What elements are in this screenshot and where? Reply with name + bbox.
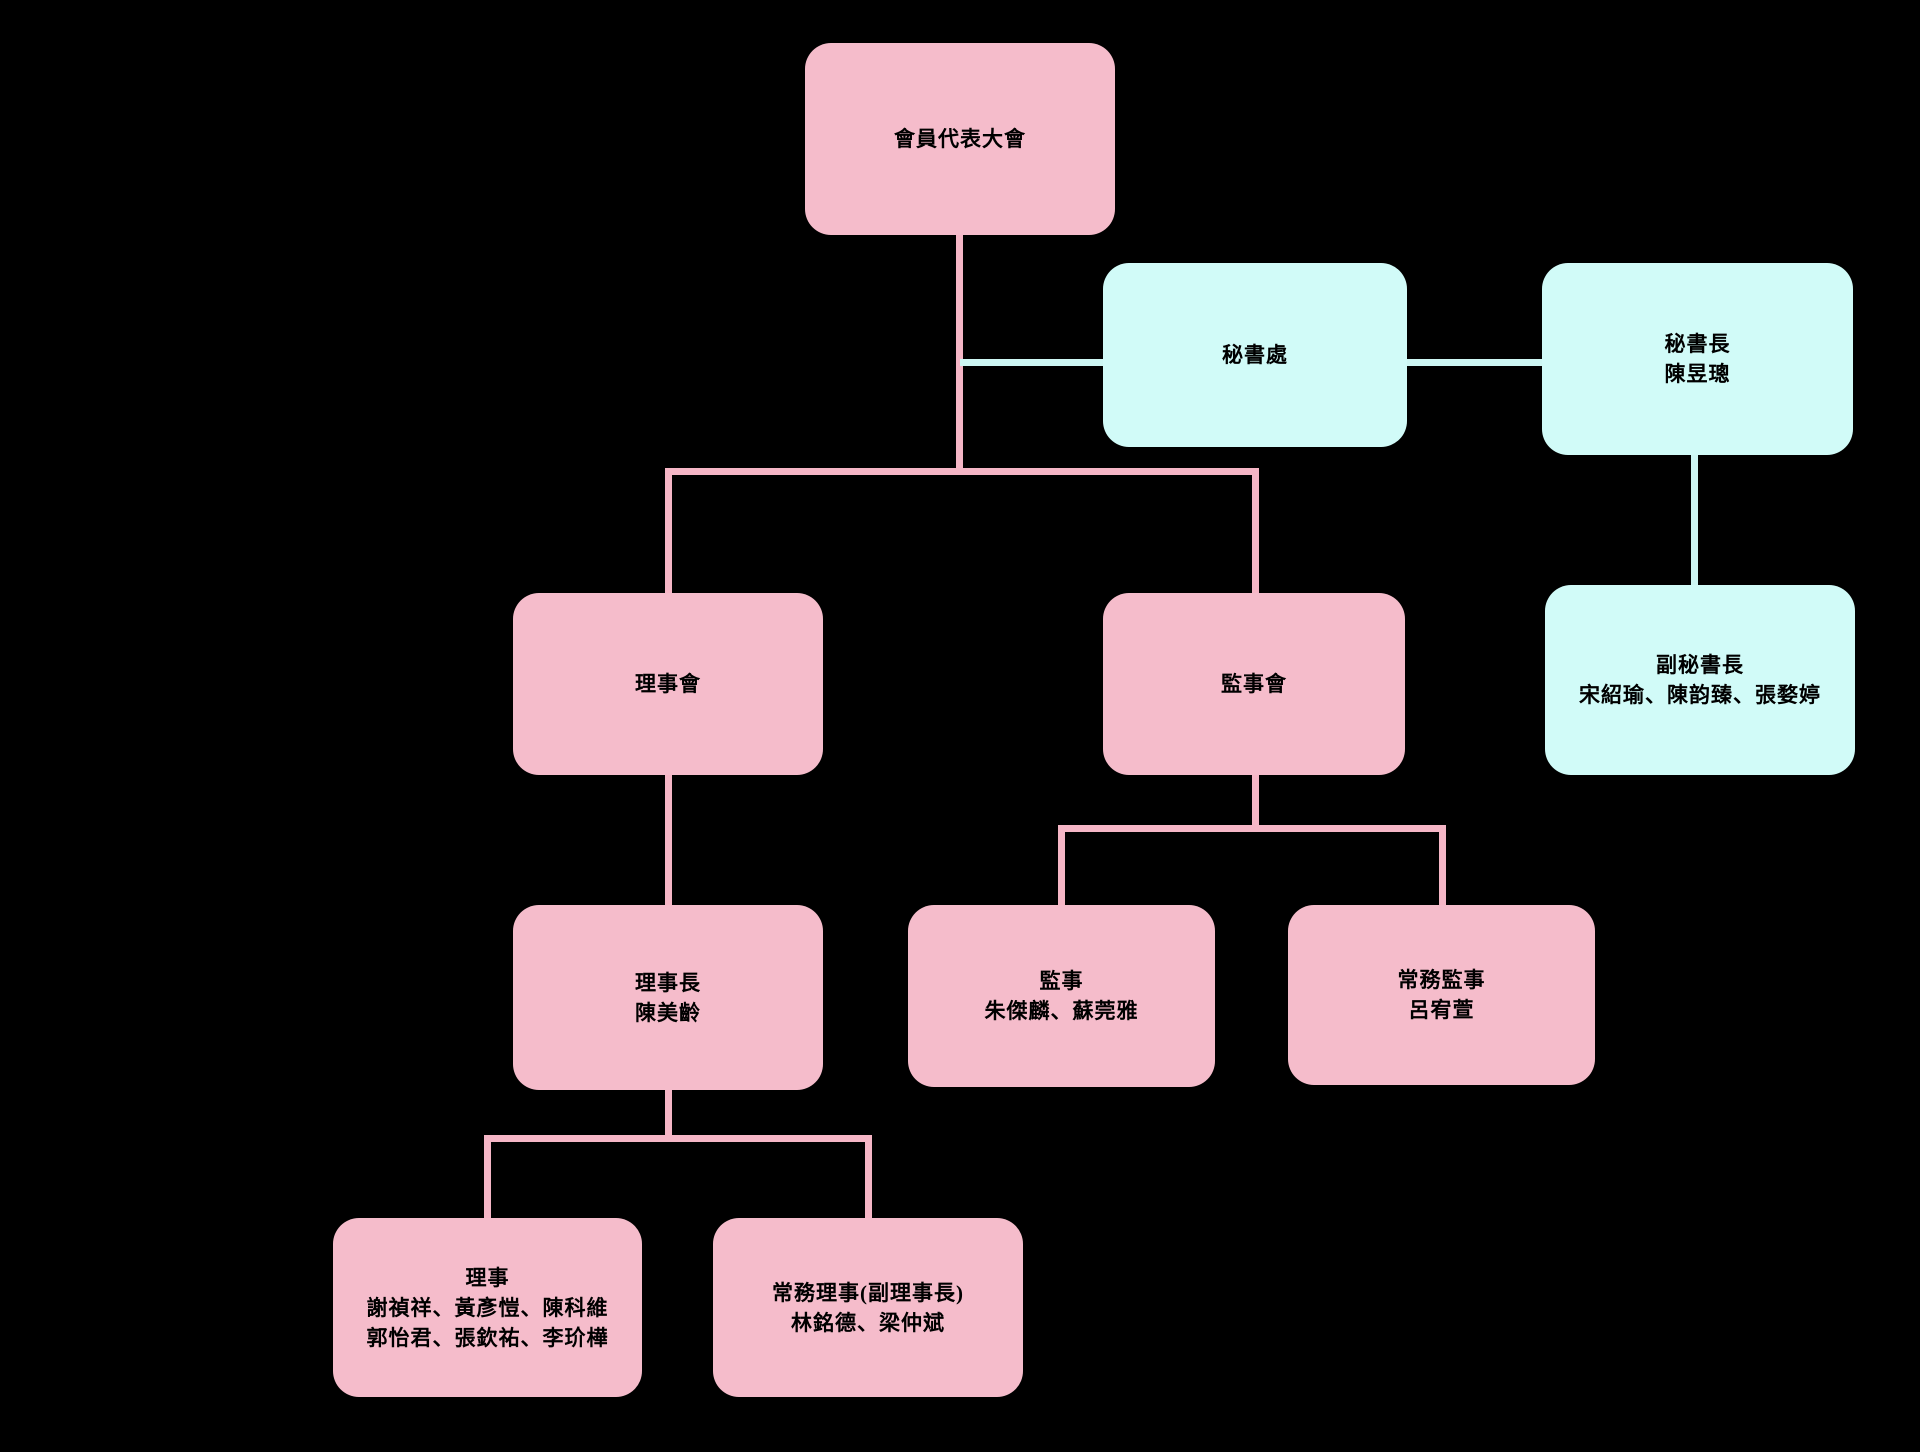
- node-chairman-label: 理事長 陳美齡: [635, 970, 701, 1025]
- node-supervisors-label: 監事 朱傑麟、蘇莞雅: [984, 969, 1139, 1023]
- node-directors-label: 理事 謝禎祥、黃彥愷、陳科維 郭怡君、張欽祐、李玠樺: [366, 1265, 609, 1350]
- edge-assembly-to-secretariat: [960, 359, 1103, 366]
- edge-assembly-trunk: [956, 235, 963, 475]
- edge-to-directors: [484, 1135, 491, 1218]
- edge-secretariat-to-secretary-general: [1407, 359, 1542, 366]
- node-member-assembly: 會員代表大會: [805, 43, 1115, 235]
- node-standing-supervisor-label: 常務監事 呂宥萱: [1397, 968, 1486, 1022]
- edge-to-standing-supervisor: [1439, 825, 1446, 905]
- node-deputy-secretary-general-label: 副秘書長 宋紹瑜、陳韵臻、張婺婷: [1579, 653, 1821, 707]
- node-secretariat: 秘書處: [1103, 263, 1407, 447]
- edge-supervisors-trunk: [1252, 775, 1259, 830]
- node-deputy-secretary-general: 副秘書長 宋紹瑜、陳韵臻、張婺婷: [1545, 585, 1855, 775]
- node-board-of-supervisors: 監事會: [1103, 593, 1405, 775]
- edge-board-directors-to-chairman: [665, 775, 672, 905]
- node-secretary-general-label: 秘書長 陳昱璁: [1664, 332, 1731, 386]
- node-chairman: 理事長 陳美齡: [513, 905, 823, 1090]
- edge-supervisors-branch: [1058, 825, 1446, 832]
- edge-to-board-of-directors: [665, 468, 672, 593]
- node-supervisors: 監事 朱傑麟、蘇莞雅: [908, 905, 1215, 1087]
- node-member-assembly-label: 會員代表大會: [894, 127, 1026, 151]
- edge-chairman-branch: [484, 1135, 872, 1142]
- edge-to-board-of-supervisors: [1252, 468, 1259, 593]
- node-standing-directors-label: 常務理事(副理事長) 林銘德、梁仲斌: [772, 1280, 964, 1335]
- node-standing-supervisor: 常務監事 呂宥萱: [1288, 905, 1595, 1085]
- edge-boards-branch: [665, 468, 1259, 475]
- node-standing-directors: 常務理事(副理事長) 林銘德、梁仲斌: [713, 1218, 1023, 1397]
- node-directors: 理事 謝禎祥、黃彥愷、陳科維 郭怡君、張欽祐、李玠樺: [333, 1218, 642, 1397]
- node-board-of-supervisors-label: 監事會: [1221, 672, 1287, 696]
- edge-to-supervisors: [1058, 825, 1065, 905]
- edge-chairman-trunk: [665, 1090, 672, 1140]
- node-secretary-general: 秘書長 陳昱璁: [1542, 263, 1853, 455]
- edge-secretary-general-to-deputy: [1691, 455, 1698, 585]
- node-secretariat-label: 秘書處: [1222, 343, 1288, 367]
- edge-to-standing-directors: [865, 1135, 872, 1218]
- node-board-of-directors-label: 理事會: [635, 672, 701, 696]
- node-board-of-directors: 理事會: [513, 593, 823, 775]
